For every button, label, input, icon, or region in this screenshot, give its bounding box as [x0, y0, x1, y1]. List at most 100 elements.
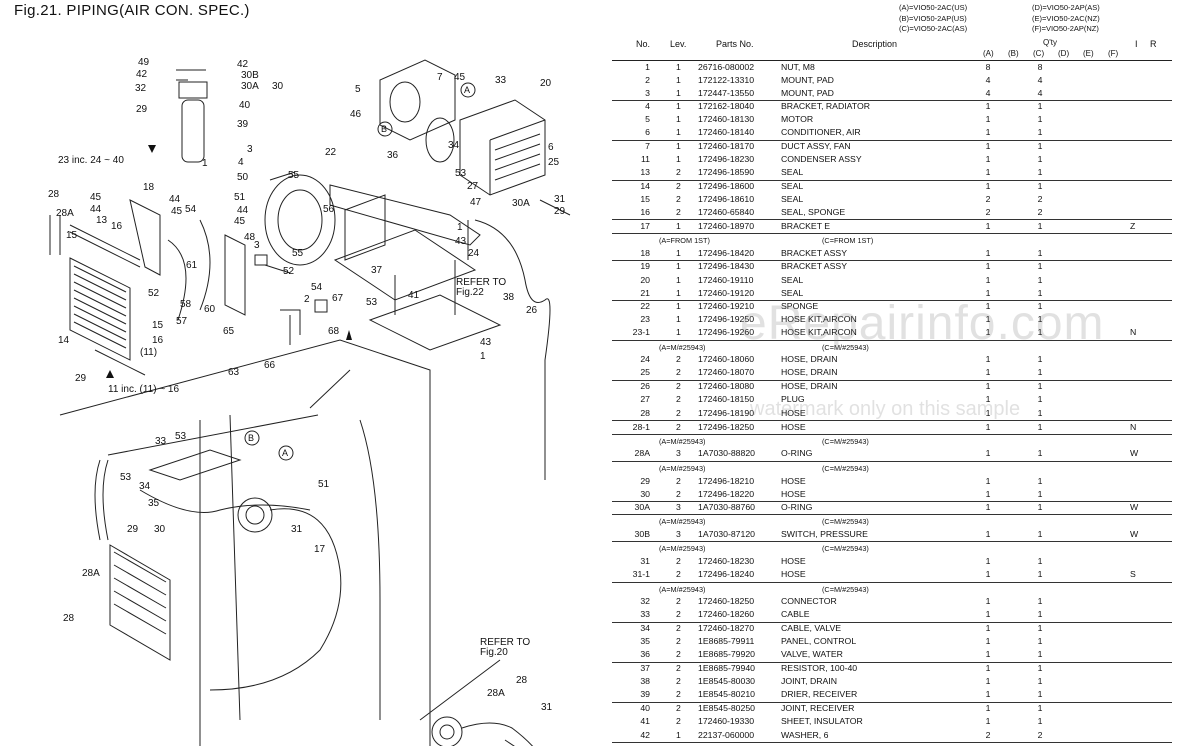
row-part-no: 172460-18060 [698, 354, 755, 364]
row-no: 13 [640, 167, 650, 177]
svg-text:52: 52 [283, 266, 295, 277]
row-qty-c: 1 [1037, 422, 1043, 432]
note-a-m25943: (A=M/#25943) [659, 437, 706, 446]
row-lev: 1 [676, 288, 681, 298]
row-qty-a: 1 [985, 367, 991, 377]
svg-text:47: 47 [470, 197, 482, 208]
row-qty-c: 1 [1037, 141, 1043, 151]
row-lev: 2 [676, 716, 681, 726]
row-description: MOUNT, PAD [781, 75, 834, 85]
drain-hose [474, 219, 551, 480]
ref-a-circle [278, 445, 294, 461]
row-no: 31-1 [632, 569, 650, 579]
row-description: WASHER, 6 [781, 730, 829, 740]
row-description: HOSE, DRAIN [781, 354, 838, 364]
row-part-no: 172496-18430 [698, 261, 755, 271]
svg-text:29: 29 [75, 373, 87, 384]
row-part-no: 1A7030-87120 [698, 529, 756, 539]
svg-text:4: 4 [238, 157, 244, 168]
arrow-up-icon [346, 330, 352, 340]
svg-text:42: 42 [237, 59, 249, 70]
note-a-from-1st: (A=FROM 1ST) [659, 236, 710, 245]
note-a-m25943: (A=M/#25943) [659, 343, 706, 352]
row-description: HOSE [781, 476, 806, 486]
row-qty-c: 4 [1037, 75, 1043, 85]
row-qty-c: 1 [1037, 261, 1043, 271]
row-qty-a: 1 [985, 141, 991, 151]
svg-text:45: 45 [171, 206, 183, 217]
row-lev: 1 [676, 127, 681, 137]
svg-text:15: 15 [152, 320, 164, 331]
row-lev: 1 [676, 114, 681, 124]
svg-text:5: 5 [355, 84, 361, 95]
row-no: 1 [645, 62, 650, 72]
row-description: MOUNT, PAD [781, 88, 834, 98]
row-qty-c: 1 [1037, 381, 1043, 391]
row-description: RESISTOR, 100-40 [781, 663, 858, 673]
row-part-no: 1E8685-79911 [698, 636, 755, 646]
row-description: CONDENSER ASSY [781, 154, 862, 164]
inset-detail [419, 659, 534, 746]
row-no: 31 [640, 556, 650, 566]
header-col-a: (A) [983, 49, 994, 58]
row-no: 30A [634, 502, 650, 512]
row-description: JOINT, DRAIN [781, 676, 837, 686]
row-description: SEAL [781, 275, 804, 285]
svg-text:41: 41 [408, 290, 420, 301]
row-description: BRACKET, RADIATOR [781, 101, 870, 111]
svg-text:30B: 30B [241, 70, 259, 81]
row-lev: 3 [676, 529, 681, 539]
row-qty-a: 4 [985, 75, 991, 85]
row-qty-a: 1 [985, 354, 991, 364]
row-no: 28 [640, 408, 650, 418]
group-rule [612, 380, 1172, 381]
row-description: HOSE [781, 408, 806, 418]
svg-text:29: 29 [136, 104, 148, 115]
svg-text:44: 44 [237, 205, 249, 216]
sponge-22 [329, 184, 481, 246]
row-no: 28A [634, 448, 650, 458]
svg-text:16: 16 [111, 221, 123, 232]
row-description: HOSE KIT,AIRCON [781, 314, 857, 324]
row-no: 17 [640, 221, 650, 231]
svg-text:30: 30 [272, 81, 284, 92]
svg-text:20: 20 [540, 78, 552, 89]
svg-text:54: 54 [311, 282, 323, 293]
row-qty-c: 1 [1037, 489, 1043, 499]
row-part-no: 172496-18210 [698, 476, 755, 486]
svg-text:28A: 28A [487, 688, 505, 699]
svg-text:B: B [248, 433, 254, 443]
row-lev: 1 [676, 101, 681, 111]
row-qty-c: 1 [1037, 596, 1043, 606]
row-part-no: 172162-18040 [698, 101, 755, 111]
row-qty-c: 1 [1037, 502, 1043, 512]
row-qty-a: 1 [985, 275, 991, 285]
condenser [49, 215, 146, 376]
svg-text:57: 57 [176, 316, 188, 327]
group-rule [612, 420, 1172, 421]
row-qty-a: 1 [985, 114, 991, 124]
note-c-m25943: (C=M/#25943) [822, 544, 869, 553]
row-description: DRIER, RECEIVER [781, 689, 858, 699]
svg-text:55: 55 [288, 170, 300, 181]
row-qty-a: 1 [985, 381, 991, 391]
row-qty-c: 2 [1037, 194, 1043, 204]
row-qty-c: 1 [1037, 663, 1043, 673]
group-rule [612, 340, 1172, 341]
row-no: 30B [634, 529, 650, 539]
row-qty-c: 1 [1037, 101, 1043, 111]
svg-text:33: 33 [155, 436, 167, 447]
row-description: SHEET, INSULATOR [781, 716, 863, 726]
row-no: 32 [640, 596, 650, 606]
row-part-no: 1E8685-79920 [698, 649, 756, 659]
row-lev: 2 [676, 636, 681, 646]
